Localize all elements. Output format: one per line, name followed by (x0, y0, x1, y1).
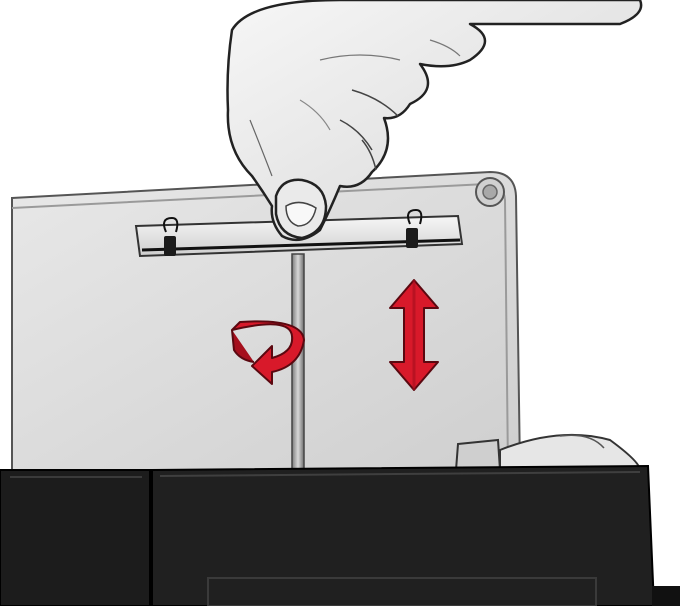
spool-pin (292, 254, 304, 474)
machine-body-right (152, 466, 680, 606)
machine-body-left (0, 470, 150, 606)
